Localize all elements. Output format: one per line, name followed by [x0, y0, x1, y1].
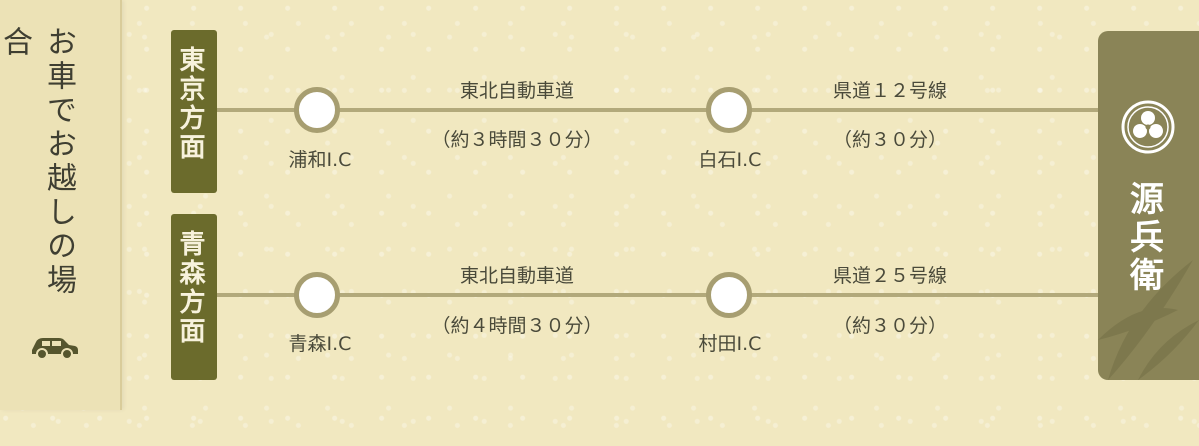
mid-ic-label: 白石I.C [698, 149, 762, 171]
segment2-duration: （約３０分） [832, 315, 947, 337]
mid-ic-label: 村田I.C [698, 333, 762, 355]
interchange-node [706, 87, 752, 133]
direction-label-aomori: 青森方面 [171, 214, 217, 380]
route-line [217, 293, 1104, 297]
start-ic-label: 青森I.C [288, 333, 352, 355]
bamboo-leaf-decoration [1098, 260, 1199, 380]
direction-label-tokyo: 東京方面 [171, 30, 217, 193]
car-icon [32, 338, 78, 360]
direction-label-text: 東京方面 [175, 46, 205, 162]
direction-label-text: 青森方面 [175, 230, 205, 346]
segment2-road-name: 県道２５号線 [832, 265, 947, 287]
section-title: お車でお越しの場合 [0, 26, 76, 298]
segment2-road-name: 県道１２号線 [832, 80, 947, 102]
interchange-node [706, 272, 752, 318]
route-line [217, 108, 1104, 112]
segment1-road-name: 東北自動車道 [459, 265, 574, 287]
side-title-panel: お車でお越しの場合 [0, 0, 122, 410]
segment1-duration: （約３時間３０分） [431, 129, 603, 151]
segment2-duration: （約３０分） [832, 129, 947, 151]
interchange-node [294, 272, 340, 318]
interchange-node [294, 87, 340, 133]
segment1-road-name: 東北自動車道 [459, 80, 574, 102]
segment1-duration: （約４時間３０分） [431, 315, 603, 337]
crest-icon [1121, 100, 1175, 154]
destination-panel: 源兵衛 [1098, 31, 1199, 380]
destination-name: 源兵衛 [1123, 181, 1164, 295]
start-ic-label: 浦和I.C [288, 149, 352, 171]
